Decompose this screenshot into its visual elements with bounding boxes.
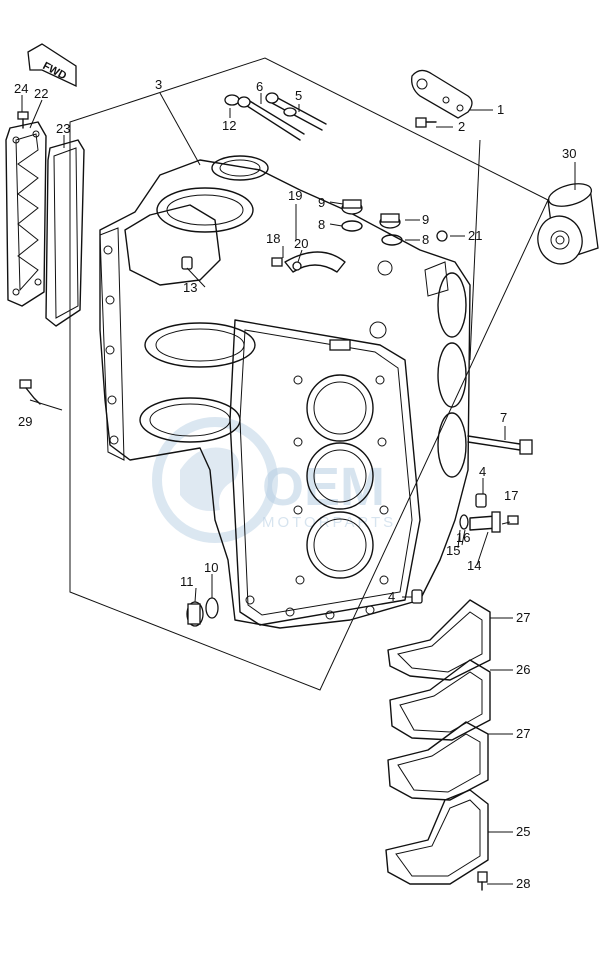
callout-4-lower: 4: [388, 589, 395, 604]
gasket-23-inner: [53, 147, 79, 319]
watermark-sub: MOTORPARTS: [262, 514, 396, 531]
callout-12: 12: [222, 118, 236, 133]
callout-9-right: 9: [422, 212, 429, 227]
callout-8-right: 8: [422, 232, 429, 247]
callout-19: 19: [288, 188, 302, 203]
washer-20: [292, 261, 302, 271]
bolt-24: [17, 111, 29, 129]
callout-9-left: 9: [318, 195, 325, 210]
callout-24: 24: [14, 81, 28, 96]
callout-1: 1: [497, 102, 504, 117]
callout-16: 16: [456, 530, 470, 545]
cylinder-block-3: [99, 155, 471, 629]
callout-11: 11: [180, 574, 194, 589]
bolt-7: [467, 435, 533, 455]
callout-21: 21: [468, 228, 482, 243]
callout-27-upper: 27: [516, 610, 530, 625]
plug-9-left: [341, 199, 363, 215]
bolt-28: [477, 871, 488, 891]
watermark-globe: [152, 417, 278, 543]
plate-25: [385, 789, 489, 885]
callout-27-lower: 27: [516, 726, 530, 741]
dowel-4-right: [475, 493, 487, 508]
stud-bolts-5-6: [224, 92, 327, 141]
oil-filter-30: [537, 183, 599, 265]
fwd-arrow: FWD: [27, 43, 77, 88]
callout-20: 20: [294, 236, 308, 251]
o-ring-8-left: [341, 220, 363, 232]
bracket-1: [411, 69, 473, 119]
callout-26: 26: [516, 662, 530, 677]
callout-4-right: 4: [479, 464, 486, 479]
callout-2: 2: [458, 119, 465, 134]
bolt-2: [415, 117, 437, 128]
exhaust-cover-plate-22: [5, 121, 47, 307]
watermark-globe-land: [180, 447, 239, 511]
callout-7: 7: [500, 410, 507, 425]
leader-lines: [21, 92, 576, 885]
callout-30: 30: [562, 146, 576, 161]
assembly-outline: [69, 57, 549, 691]
callout-10: 10: [204, 560, 218, 575]
callout-29: 29: [18, 414, 32, 429]
dowel-pin-13: [181, 256, 193, 270]
callout-23: 23: [56, 121, 70, 136]
callout-17: 17: [504, 488, 518, 503]
watermark-main: OEM: [262, 457, 385, 517]
plug-9-right: [379, 213, 401, 229]
screw-18: [271, 257, 283, 267]
callout-15: 15: [446, 543, 460, 558]
callout-13: 13: [183, 280, 197, 295]
callout-22: 22: [34, 86, 48, 101]
callout-25: 25: [516, 824, 530, 839]
callout-3: 3: [155, 77, 162, 92]
watermark: OEM MOTORPARTS: [152, 417, 396, 543]
gasket-23: [45, 139, 85, 327]
o-ring-8-right: [381, 234, 403, 246]
callout-6: 6: [256, 79, 263, 94]
callout-14: 14: [467, 558, 481, 573]
gasket-27-lower: [387, 721, 489, 801]
gasket-27-upper: [387, 599, 491, 681]
callouts: 1 2 3 4 4 5 6 7 8 8 9 9 10 11 12 13 14 1…: [14, 77, 576, 891]
dowel-4-lower: [411, 589, 423, 604]
callout-5: 5: [295, 88, 302, 103]
callout-28: 28: [516, 876, 530, 891]
callout-8-left: 8: [318, 217, 325, 232]
seal-10-plug-11: [186, 597, 219, 627]
plug-21: [436, 230, 448, 242]
callout-18: 18: [266, 231, 280, 246]
plate-26: [389, 659, 491, 741]
sensor-assembly-14-17: [459, 511, 519, 533]
